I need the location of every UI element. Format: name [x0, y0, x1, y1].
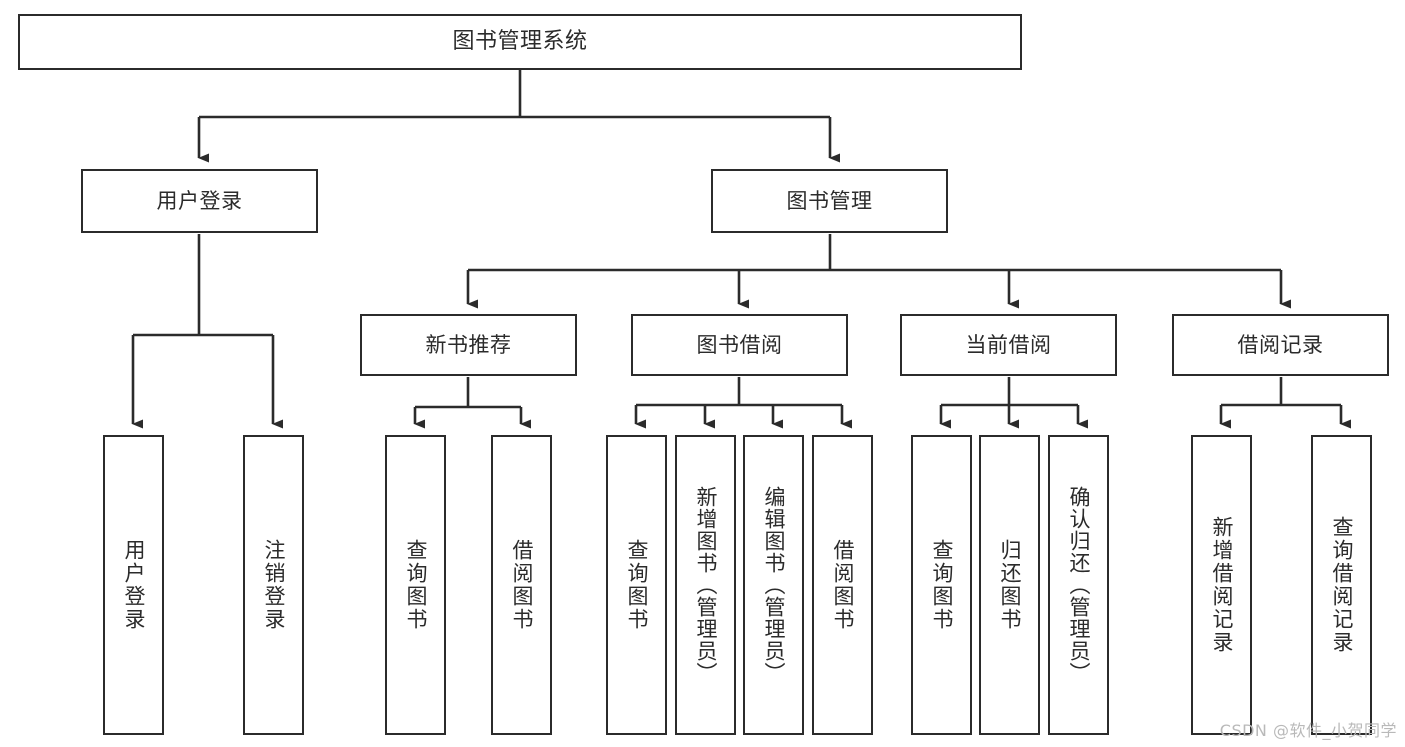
- node-borrow-records[interactable]: 借阅记录: [1172, 314, 1389, 376]
- node-label: 图书管理: [786, 188, 873, 213]
- node-label: 查询图书: [930, 539, 955, 631]
- node-label: 查询图书: [404, 539, 429, 631]
- node-label: 注销登录: [262, 539, 287, 631]
- node-leaf-logout[interactable]: 注销登录: [243, 435, 304, 735]
- node-leaf-query-book-borrow[interactable]: 查询图书: [606, 435, 667, 735]
- node-label: 查询图书: [625, 539, 650, 631]
- node-leaf-query-borrow-record[interactable]: 查询借阅记录: [1311, 435, 1372, 735]
- node-label: 当前借阅: [965, 332, 1052, 357]
- node-leaf-query-book-current[interactable]: 查询图书: [911, 435, 972, 735]
- node-leaf-user-login[interactable]: 用户登录: [103, 435, 164, 735]
- node-label: 图书管理系统: [452, 29, 588, 55]
- node-label: 图书借阅: [696, 332, 783, 357]
- node-label: 新增借阅记录: [1210, 516, 1235, 654]
- node-label: 新增图书（管理员）: [694, 486, 719, 684]
- node-leaf-query-book-recommend[interactable]: 查询图书: [385, 435, 446, 735]
- node-label: 归还图书: [998, 539, 1023, 631]
- node-leaf-return-book[interactable]: 归还图书: [979, 435, 1040, 735]
- node-leaf-borrow-book-recommend[interactable]: 借阅图书: [491, 435, 552, 735]
- node-root-book-management-system[interactable]: 图书管理系统: [18, 14, 1022, 70]
- node-label: 确认归还（管理员）: [1067, 486, 1092, 684]
- node-user-login[interactable]: 用户登录: [81, 169, 318, 233]
- node-leaf-add-borrow-record[interactable]: 新增借阅记录: [1191, 435, 1252, 735]
- node-new-book-recommend[interactable]: 新书推荐: [360, 314, 577, 376]
- node-label: 查询借阅记录: [1330, 516, 1355, 654]
- node-book-management[interactable]: 图书管理: [711, 169, 948, 233]
- node-leaf-edit-book-admin[interactable]: 编辑图书（管理员）: [743, 435, 804, 735]
- node-label: 用户登录: [122, 539, 147, 631]
- node-leaf-confirm-return-admin[interactable]: 确认归还（管理员）: [1048, 435, 1109, 735]
- node-label: 借阅记录: [1237, 332, 1324, 357]
- node-leaf-add-book-admin[interactable]: 新增图书（管理员）: [675, 435, 736, 735]
- node-leaf-borrow-book[interactable]: 借阅图书: [812, 435, 873, 735]
- node-label: 新书推荐: [425, 332, 512, 357]
- node-book-borrow[interactable]: 图书借阅: [631, 314, 848, 376]
- node-label: 借阅图书: [831, 539, 856, 631]
- node-current-borrow[interactable]: 当前借阅: [900, 314, 1117, 376]
- node-label: 用户登录: [156, 188, 243, 213]
- node-label: 借阅图书: [510, 539, 535, 631]
- node-label: 编辑图书（管理员）: [762, 486, 787, 684]
